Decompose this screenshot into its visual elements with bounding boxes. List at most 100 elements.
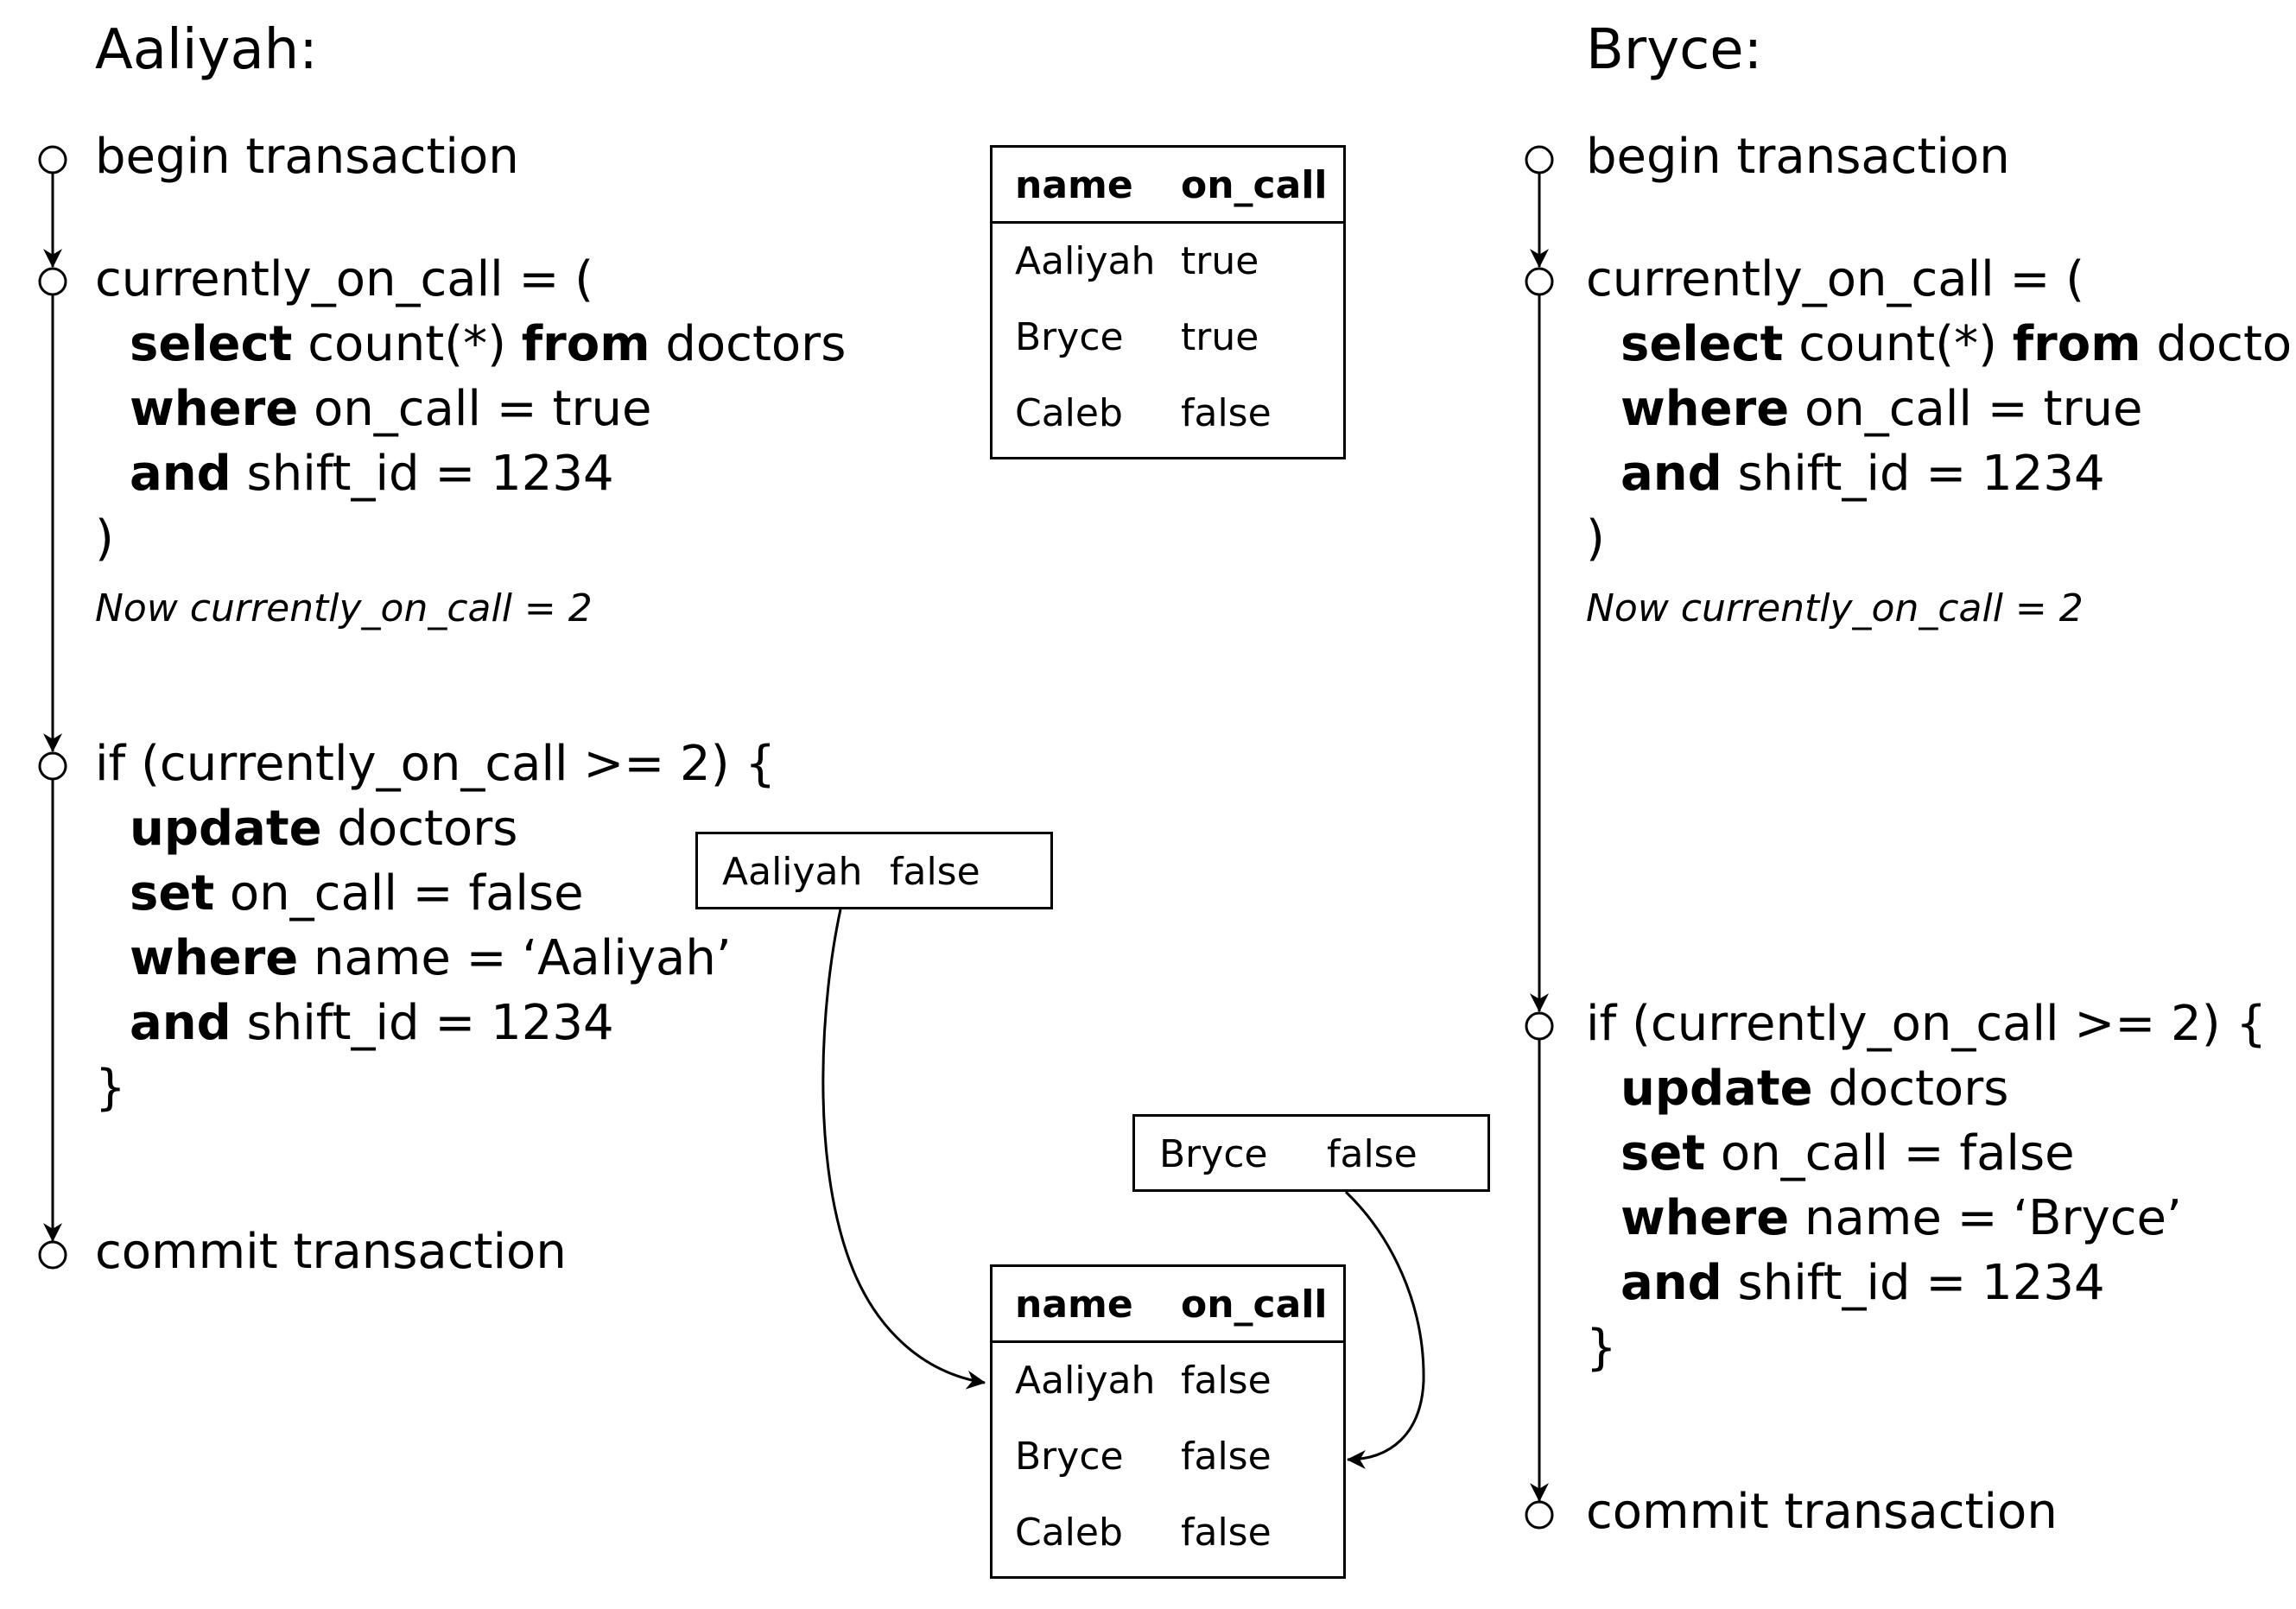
cell-on-call: false [1181, 1435, 1272, 1479]
code-text: name = ‘Bryce’ [1789, 1190, 2182, 1246]
code-text: doctors [650, 316, 847, 372]
code-text: on_call = true [1789, 381, 2143, 437]
code-text: on_call = true [298, 381, 652, 437]
query-line: currently_on_call = ( [1586, 251, 2085, 307]
bryce-commit: commit transaction [1586, 1484, 2058, 1540]
write-name: Bryce [1159, 1132, 1268, 1176]
cell-on-call: false [1181, 391, 1272, 435]
code-text: shift_id = 1234 [1722, 1255, 2105, 1311]
write-value: false [890, 850, 980, 894]
column-header: on_call [1181, 163, 1328, 207]
code-line: set on_call = false [130, 870, 584, 918]
query-line: where on_call = true [130, 385, 651, 434]
code-text: shift_id = 1234 [231, 995, 614, 1051]
doctors-table-after: name on_call Aaliyah false Bryce false C… [990, 1264, 1346, 1579]
keyword: select [1621, 316, 1784, 372]
table-row: Bryce false [993, 1419, 1343, 1495]
code-text: shift_id = 1234 [1722, 446, 2105, 502]
query-line: ) [1586, 510, 1605, 567]
code-text: name = ‘Aaliyah’ [298, 930, 732, 986]
code-text: count(*) [292, 316, 522, 372]
table-row: Bryce true [993, 300, 1343, 376]
keyword: update [1621, 1061, 1813, 1117]
query-line: select count(*) from doctors [130, 320, 846, 369]
cell-name: Bryce [1015, 315, 1124, 359]
aaliyah-timeline-nodes [38, 145, 67, 1270]
aaliyah-write-arrow [821, 909, 986, 1390]
column-header: name [1015, 163, 1133, 207]
code-line: where name = ‘Aaliyah’ [130, 934, 732, 983]
cell-on-call: false [1181, 1359, 1272, 1403]
code-text: doctors [321, 801, 518, 857]
column-header: name [1015, 1283, 1133, 1327]
keyword: update [130, 801, 322, 857]
code-line: update doctors [1621, 1065, 2008, 1113]
cell-name: Caleb [1015, 1511, 1123, 1555]
table-row: Caleb false [993, 1495, 1343, 1571]
cell-name: Aaliyah [1015, 1359, 1156, 1403]
code-text: on_call = false [214, 865, 584, 922]
keyword: select [130, 316, 293, 372]
query-line: and shift_id = 1234 [130, 450, 614, 498]
query-line: and shift_id = 1234 [1621, 450, 2105, 498]
aaliyah-commit: commit transaction [95, 1224, 567, 1280]
keyword: and [130, 995, 232, 1051]
cell-on-call: false [1181, 1511, 1272, 1555]
cell-on-call: true [1181, 315, 1259, 359]
table-row: Aaliyah true [993, 224, 1343, 300]
code-line: if (currently_on_call >= 2) { [1586, 996, 2267, 1052]
write-value: false [1327, 1132, 1418, 1176]
code-text: doctors [1812, 1061, 2009, 1117]
keyword: where [130, 930, 299, 986]
keyword: where [1621, 1190, 1790, 1246]
keyword: set [130, 865, 215, 922]
code-line: and shift_id = 1234 [130, 999, 614, 1048]
table-header: name on_call [993, 1267, 1343, 1343]
code-line: set on_call = false [1621, 1130, 2075, 1178]
bryce-write-arrow [1344, 1190, 1425, 1469]
query-line: ) [95, 510, 114, 567]
keyword: from [2012, 316, 2141, 372]
keyword: where [1621, 381, 1790, 437]
cell-name: Aaliyah [1015, 239, 1156, 283]
keyword: and [1621, 1255, 1722, 1311]
aaliyah-note: Now currently_on_call = 2 [95, 586, 593, 630]
code-text: count(*) [1783, 316, 2013, 372]
code-text: shift_id = 1234 [231, 446, 614, 502]
cell-name: Caleb [1015, 391, 1123, 435]
query-line: where on_call = true [1621, 385, 2142, 434]
bryce-write-box: Bryce false [1132, 1114, 1490, 1192]
aaliyah-begin: begin transaction [95, 129, 519, 185]
code-text: doctors [2156, 316, 2296, 372]
bryce-title: Bryce: [1586, 18, 1763, 82]
code-line: } [1586, 1320, 1617, 1376]
aaliyah-title: Aaliyah: [95, 18, 318, 82]
table-row: Aaliyah false [993, 1343, 1343, 1419]
code-line: if (currently_on_call >= 2) { [95, 736, 776, 792]
keyword: and [130, 446, 232, 502]
column-header: on_call [1181, 1283, 1328, 1327]
keyword: from [521, 316, 650, 372]
keyword: and [1621, 446, 1722, 502]
table-header: name on_call [993, 148, 1343, 224]
write-name: Aaliyah [722, 850, 863, 894]
table-row: Caleb false [993, 376, 1343, 452]
code-line: update doctors [130, 805, 517, 853]
query-line: currently_on_call = ( [95, 251, 594, 307]
bryce-timeline-nodes [1525, 145, 1554, 1530]
cell-on-call: true [1181, 239, 1259, 283]
bryce-note: Now currently_on_call = 2 [1586, 586, 2084, 630]
bryce-begin: begin transaction [1586, 129, 2010, 185]
aaliyah-write-box: Aaliyah false [695, 832, 1053, 909]
code-text: on_call = false [1705, 1125, 2075, 1181]
doctors-table-before: name on_call Aaliyah true Bryce true Cal… [990, 145, 1346, 459]
code-line: and shift_id = 1234 [1621, 1259, 2105, 1308]
keyword: set [1621, 1125, 1706, 1181]
code-line: where name = ‘Bryce’ [1621, 1194, 2182, 1243]
cell-name: Bryce [1015, 1435, 1124, 1479]
code-line: } [95, 1060, 126, 1116]
keyword: where [130, 381, 299, 437]
query-line: select count(*) from doctors [1621, 320, 2296, 369]
